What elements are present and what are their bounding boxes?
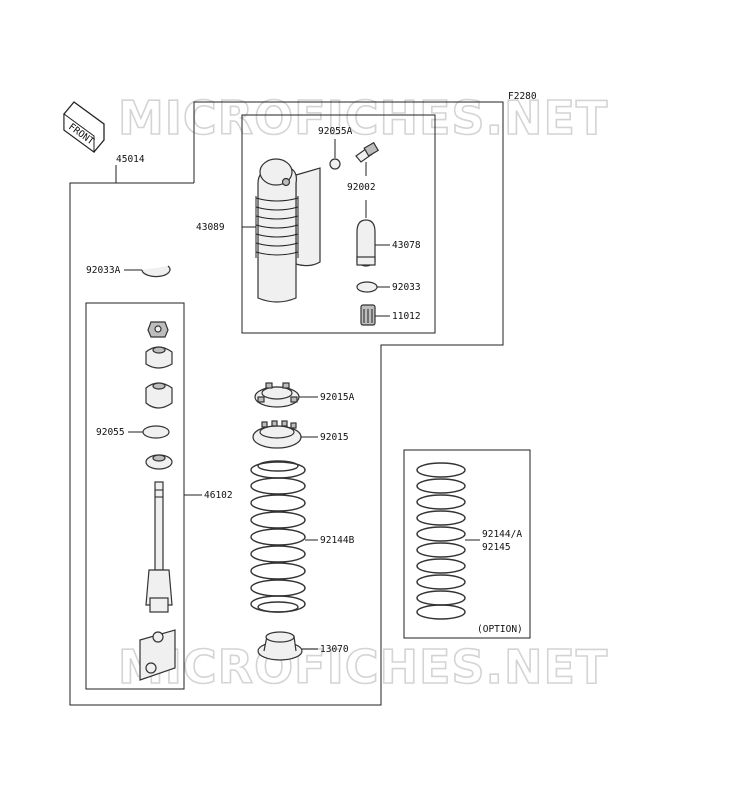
spring-seat-13070 <box>257 631 303 661</box>
part-label-45014: 45014 <box>116 154 145 165</box>
part-label-92033: 92033 <box>392 282 421 293</box>
rod-assembly-group-box <box>85 302 185 690</box>
part-label-46102: 46102 <box>204 490 233 501</box>
part-label-13070: 13070 <box>320 644 349 655</box>
cap-11012 <box>360 304 376 326</box>
spring-92144B <box>250 460 306 613</box>
part-label-43089: 43089 <box>196 222 225 233</box>
shock-body-group-box <box>241 114 436 334</box>
o-ring-92055A <box>329 158 341 170</box>
piston-rod-assembly-46102 <box>139 321 176 681</box>
figure-code: F2280 <box>508 91 537 102</box>
option-spring-92144A <box>416 462 466 620</box>
watermark-top: MICROFICHES.NET <box>118 91 608 145</box>
o-ring-92055 <box>142 425 170 439</box>
part-label-92033A: 92033A <box>86 265 121 276</box>
part-label-92002: 92002 <box>347 182 376 193</box>
option-group-box <box>403 449 531 639</box>
snap-ring-92033A <box>141 265 171 278</box>
part-label-43078: 43078 <box>392 240 421 251</box>
screw-92002 <box>355 141 380 163</box>
part-label-92055A: 92055A <box>318 126 353 137</box>
part-label-92144B: 92144B <box>320 535 355 546</box>
option-label: (OPTION) <box>477 624 523 635</box>
locknut-92015A <box>254 382 300 408</box>
front-arrow-icon: FRONT <box>63 101 105 153</box>
watermark-bottom: MICROFICHES.NET <box>118 640 608 694</box>
part-label-92144A: 92144/A <box>482 529 522 540</box>
part-label-92055: 92055 <box>96 427 125 438</box>
bladder-43078 <box>356 219 376 267</box>
assembly-outline-45014 <box>69 101 504 706</box>
shock-body-43089 <box>255 158 321 303</box>
adjuster-nut-92015 <box>252 420 302 449</box>
part-label-92015A: 92015A <box>320 392 355 403</box>
part-label-11012: 11012 <box>392 311 421 322</box>
part-label-92015: 92015 <box>320 432 349 443</box>
circlip-92033 <box>356 281 378 293</box>
part-label-92145: 92145 <box>482 542 511 553</box>
